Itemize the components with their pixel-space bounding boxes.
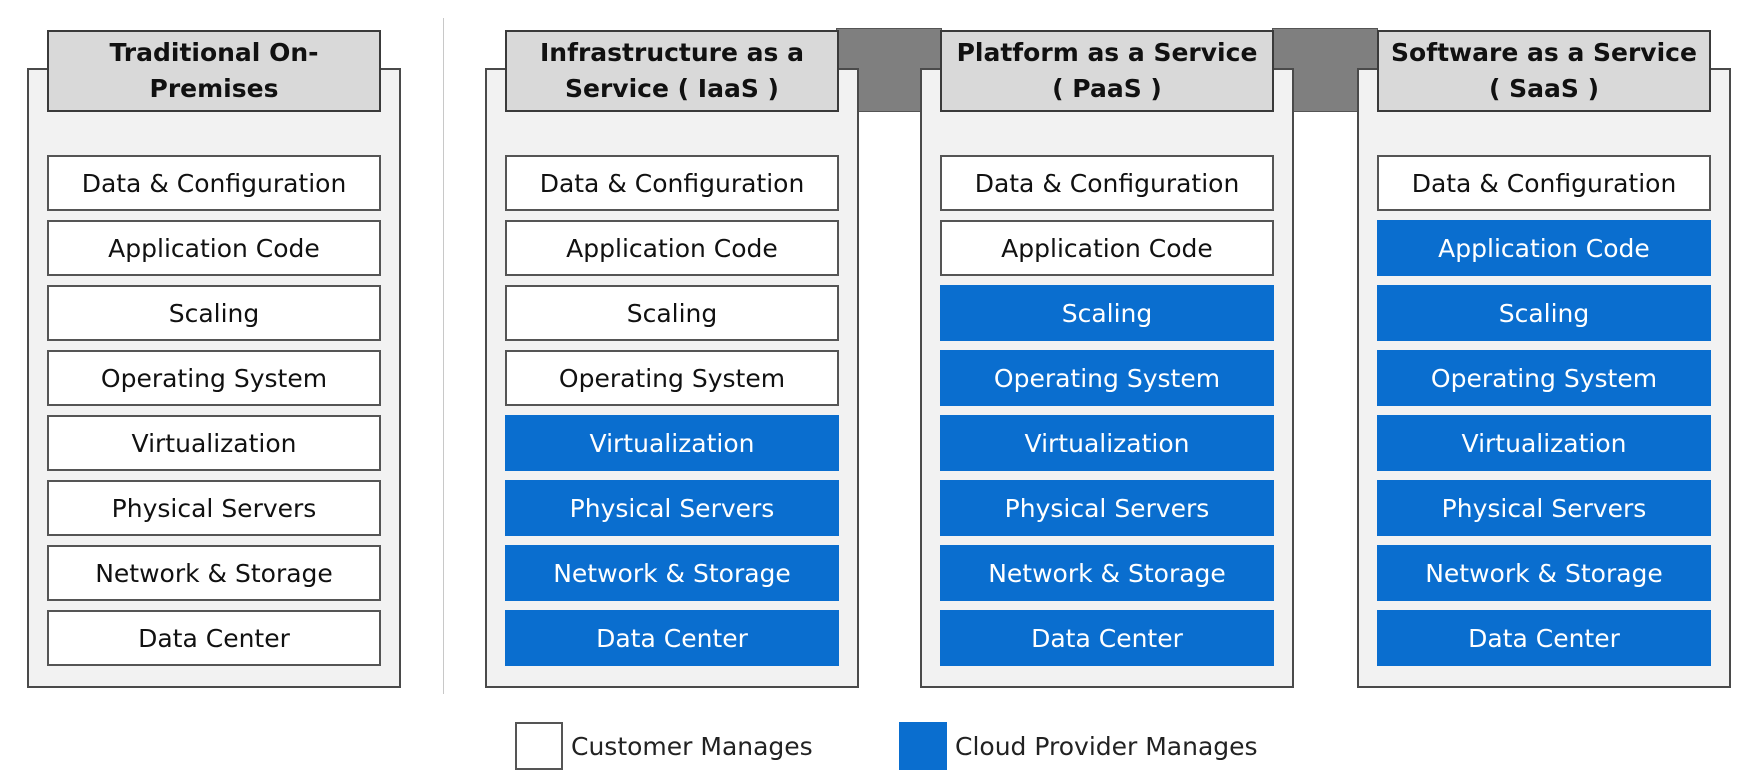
layer-virtualization: Virtualization xyxy=(505,415,839,471)
legend-customer: Customer Manages xyxy=(515,722,813,770)
layer-data-configuration: Data & Configuration xyxy=(47,155,381,211)
legend-customer-label: Customer Manages xyxy=(571,731,813,761)
layer-network-storage: Network & Storage xyxy=(505,545,839,601)
section-divider xyxy=(443,18,444,694)
layer-operating-system: Operating System xyxy=(47,350,381,406)
layer-application-code: Application Code xyxy=(47,220,381,276)
model-title: Traditional On- Premises xyxy=(47,30,381,112)
layer-data-center: Data Center xyxy=(1377,610,1711,666)
layer-data-configuration: Data & Configuration xyxy=(1377,155,1711,211)
layer-operating-system: Operating System xyxy=(505,350,839,406)
layer-operating-system: Operating System xyxy=(940,350,1274,406)
layer-physical-servers: Physical Servers xyxy=(505,480,839,536)
layer-scaling: Scaling xyxy=(47,285,381,341)
layer-network-storage: Network & Storage xyxy=(1377,545,1711,601)
model-paas: Platform as a Service ( PaaS ) Data & Con… xyxy=(920,30,1294,688)
layer-scaling: Scaling xyxy=(505,285,839,341)
layer-data-configuration: Data & Configuration xyxy=(940,155,1274,211)
layer-application-code: Application Code xyxy=(505,220,839,276)
layer-data-center: Data Center xyxy=(940,610,1274,666)
model-title: Software as a Service ( SaaS ) xyxy=(1377,30,1711,112)
layer-virtualization: Virtualization xyxy=(940,415,1274,471)
layer-physical-servers: Physical Servers xyxy=(47,480,381,536)
layer-scaling: Scaling xyxy=(940,285,1274,341)
model-saas: Software as a Service ( SaaS ) Data & Con… xyxy=(1357,30,1731,688)
legend-provider-swatch xyxy=(899,722,947,770)
model-iaas: Infrastructure as a Service ( IaaS ) Data… xyxy=(485,30,859,688)
model-title: Platform as a Service ( PaaS ) xyxy=(940,30,1274,112)
layer-physical-servers: Physical Servers xyxy=(940,480,1274,536)
layer-data-center: Data Center xyxy=(47,610,381,666)
layer-operating-system: Operating System xyxy=(1377,350,1711,406)
layer-virtualization: Virtualization xyxy=(47,415,381,471)
layer-physical-servers: Physical Servers xyxy=(1377,480,1711,536)
layer-network-storage: Network & Storage xyxy=(47,545,381,601)
layer-data-configuration: Data & Configuration xyxy=(505,155,839,211)
layer-virtualization: Virtualization xyxy=(1377,415,1711,471)
layer-network-storage: Network & Storage xyxy=(940,545,1274,601)
model-title: Infrastructure as a Service ( IaaS ) xyxy=(505,30,839,112)
layer-application-code: Application Code xyxy=(940,220,1274,276)
layer-data-center: Data Center xyxy=(505,610,839,666)
legend-provider: Cloud Provider Manages xyxy=(899,722,1258,770)
legend-provider-label: Cloud Provider Manages xyxy=(955,731,1258,761)
legend-customer-swatch xyxy=(515,722,563,770)
layer-scaling: Scaling xyxy=(1377,285,1711,341)
layer-application-code: Application Code xyxy=(1377,220,1711,276)
